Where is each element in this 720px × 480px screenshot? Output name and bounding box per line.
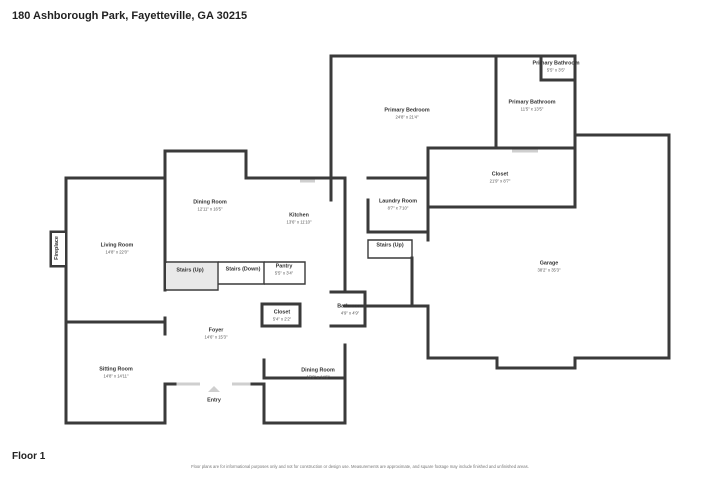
- disclaimer: Floor plans are for informational purpos…: [191, 464, 529, 469]
- fireplace-label: Fireplace: [54, 236, 60, 260]
- stairs-shading: [166, 263, 217, 289]
- walls: [49, 54, 671, 425]
- floor-label: Floor 1: [12, 451, 46, 462]
- fireplace-hearth: [52, 233, 65, 265]
- address-title: 180 Ashborough Park, Fayetteville, GA 30…: [12, 10, 248, 22]
- entry-arrow-icon: [208, 386, 220, 392]
